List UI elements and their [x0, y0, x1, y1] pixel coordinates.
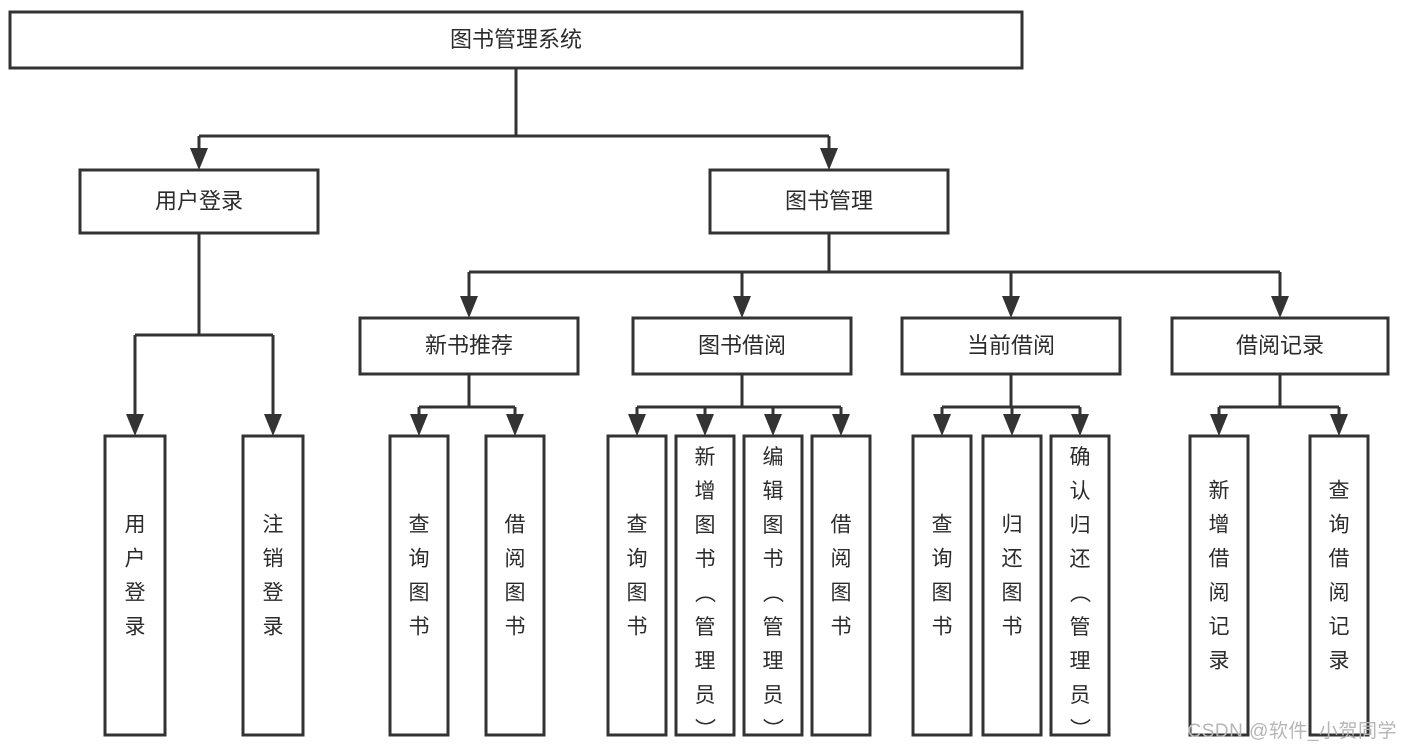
node-box	[484, 434, 546, 737]
arrow-head-user-login	[190, 148, 208, 170]
arrow-head-leaf-return-book	[1003, 414, 1021, 436]
level2-node-new-book-recommend[interactable]: 新书推荐	[358, 316, 580, 376]
node-label: 注销登录	[263, 514, 284, 639]
node-label: 借阅图书	[831, 514, 852, 639]
node-box	[900, 316, 1122, 376]
arrow-head-leaf-query-book-1	[410, 414, 428, 436]
node-label: 归还图书	[1002, 514, 1023, 639]
node-label: 新书推荐	[425, 333, 513, 358]
arrow-head-leaf-borrow-book-2	[832, 414, 850, 436]
arrow-head-book-borrow	[733, 296, 751, 318]
arrow-head-new-book-recommend	[460, 296, 478, 318]
arrow-head-leaf-add-record	[1210, 414, 1228, 436]
level1-node-book-manage[interactable]: 图书管理	[708, 168, 950, 235]
node-label: 图书管理	[785, 188, 873, 213]
nodes-layer: 图书管理系统用户登录图书管理新书推荐图书借阅当前借阅借阅记录用户登录注销登录查询…	[8, 10, 1390, 741]
arrow-head-book-manage	[820, 148, 838, 170]
node-box	[631, 316, 853, 376]
node-box	[103, 434, 167, 737]
level2-node-book-borrow[interactable]: 图书借阅	[631, 316, 853, 376]
node-box	[708, 168, 950, 235]
connections-layer	[126, 68, 1348, 436]
arrow-head-leaf-user-logout	[264, 414, 282, 436]
node-box	[388, 434, 450, 737]
node-box	[981, 434, 1043, 737]
node-box	[78, 168, 320, 235]
node-box	[742, 434, 804, 737]
node-label: 借阅图书	[505, 514, 526, 639]
leaf-node-leaf-borrow-book-1[interactable]: 借阅图书	[484, 434, 546, 737]
node-box	[606, 434, 668, 737]
leaf-node-leaf-return-book[interactable]: 归还图书	[981, 434, 1043, 737]
level2-node-borrow-record[interactable]: 借阅记录	[1170, 316, 1390, 376]
node-box	[241, 434, 305, 737]
node-label: 确认归还︵管理员︶	[1070, 446, 1092, 741]
node-label: 当前借阅	[967, 333, 1055, 358]
arrow-head-current-borrow	[1002, 296, 1020, 318]
node-box	[1049, 434, 1111, 737]
arrow-head-borrow-record	[1271, 296, 1289, 318]
node-label: 新增借阅记录	[1209, 480, 1230, 673]
node-label: 查询图书	[409, 514, 430, 639]
leaf-node-leaf-edit-book[interactable]: 编辑图书︵管理员︶	[742, 434, 804, 741]
node-label: 用户登录	[125, 514, 146, 639]
arrow-head-leaf-confirm-return	[1071, 414, 1089, 436]
node-box	[1170, 316, 1390, 376]
leaf-node-leaf-confirm-return[interactable]: 确认归还︵管理员︶	[1049, 434, 1111, 741]
node-label: 用户登录	[155, 188, 243, 213]
arrow-head-leaf-query-book-3	[933, 414, 951, 436]
node-box	[1188, 434, 1250, 737]
arrow-head-leaf-user-login	[126, 414, 144, 436]
arrow-head-leaf-edit-book	[764, 414, 782, 436]
arrow-head-leaf-query-record	[1330, 414, 1348, 436]
node-label: 查询图书	[932, 514, 953, 639]
leaf-node-leaf-query-book-1[interactable]: 查询图书	[388, 434, 450, 737]
level1-node-user-login[interactable]: 用户登录	[78, 168, 320, 235]
leaf-node-leaf-query-book-3[interactable]: 查询图书	[911, 434, 973, 737]
node-label: 查询借阅记录	[1329, 480, 1350, 673]
leaf-node-leaf-query-book-2[interactable]: 查询图书	[606, 434, 668, 737]
node-label: 图书借阅	[698, 333, 786, 358]
leaf-node-leaf-borrow-book-2[interactable]: 借阅图书	[810, 434, 872, 737]
arrow-head-leaf-borrow-book-1	[506, 414, 524, 436]
node-box	[674, 434, 736, 737]
leaf-node-leaf-add-book[interactable]: 新增图书︵管理员︶	[674, 434, 736, 741]
leaf-node-leaf-query-record[interactable]: 查询借阅记录	[1308, 434, 1370, 737]
node-label: 借阅记录	[1236, 333, 1324, 358]
root-node-root[interactable]: 图书管理系统	[8, 10, 1024, 70]
level2-node-current-borrow[interactable]: 当前借阅	[900, 316, 1122, 376]
node-box	[8, 10, 1024, 70]
node-box	[810, 434, 872, 737]
leaf-node-leaf-user-logout[interactable]: 注销登录	[241, 434, 305, 737]
node-label: 新增图书︵管理员︶	[695, 446, 717, 741]
node-label: 查询图书	[627, 514, 648, 639]
node-box	[911, 434, 973, 737]
arrow-head-leaf-query-book-2	[628, 414, 646, 436]
leaf-node-leaf-user-login[interactable]: 用户登录	[103, 434, 167, 737]
node-label: 图书管理系统	[450, 27, 582, 52]
node-box	[1308, 434, 1370, 737]
leaf-node-leaf-add-record[interactable]: 新增借阅记录	[1188, 434, 1250, 737]
node-box	[358, 316, 580, 376]
arrow-head-leaf-add-book	[696, 414, 714, 436]
node-label: 编辑图书︵管理员︶	[763, 446, 785, 741]
